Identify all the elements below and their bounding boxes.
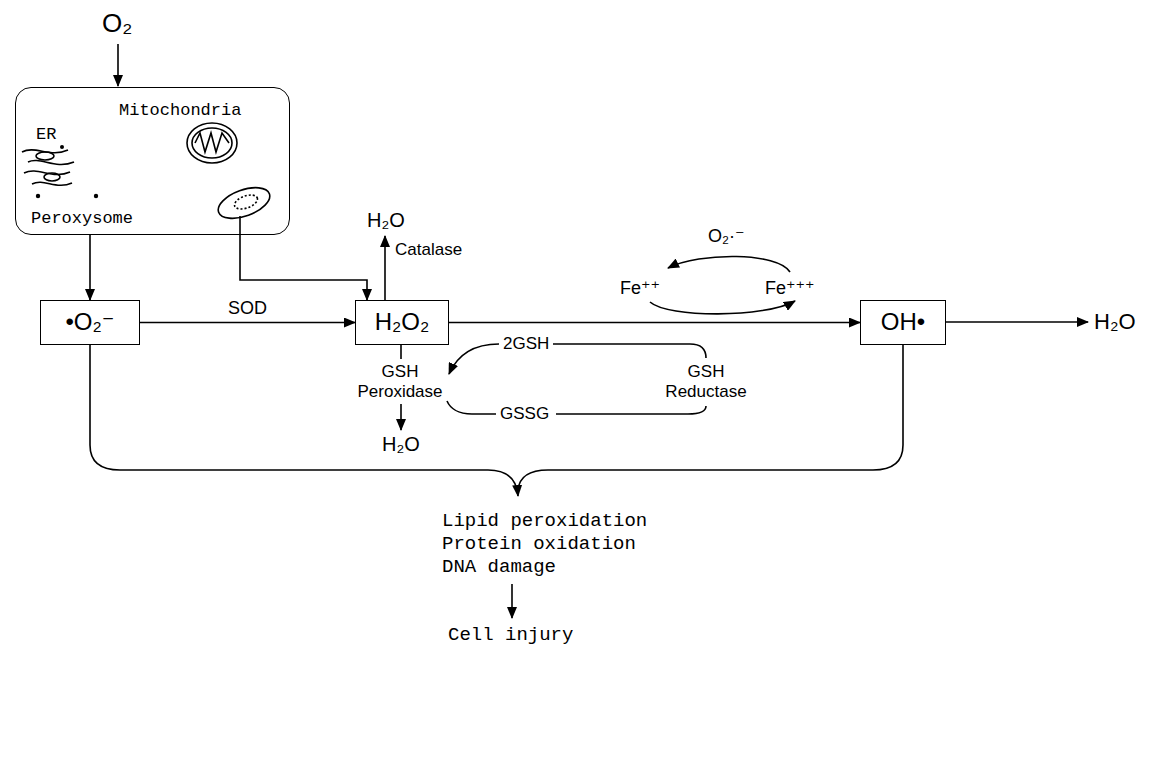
species-name: •O₂⁻ — [65, 308, 114, 337]
glutathione-cycle — [556, 406, 706, 414]
molecule-label: GSSG — [500, 404, 549, 424]
organelle-name: Peroxysome — [31, 209, 133, 229]
species-name: OH• — [881, 308, 925, 337]
hydroxyl-water-arrow — [946, 321, 1088, 323]
er-cisterna — [44, 173, 60, 181]
injury-arrow — [511, 584, 513, 618]
glutathione-cycle — [553, 344, 706, 358]
peroxidase-stem — [400, 345, 402, 359]
er-ribosome — [36, 194, 40, 198]
molecule-label: 2GSH — [503, 334, 549, 354]
enzyme-label: GSH Peroxidase — [350, 362, 450, 402]
species-box: H₂O₂ — [355, 300, 449, 345]
organelle-name: Mitochondria — [119, 101, 241, 121]
mitochondrion-cristae — [195, 133, 229, 152]
reaction-arrow — [89, 235, 91, 300]
er-ribosome — [94, 194, 98, 198]
peroxisome-core — [233, 192, 260, 211]
mitochondrion-outline — [187, 123, 237, 163]
glutathione-arrow — [449, 344, 499, 374]
species-box: •O₂⁻ — [40, 300, 140, 345]
er-membrane — [32, 182, 72, 185]
enzyme-label: GSH Reductase — [651, 362, 761, 402]
species-box: OH• — [860, 300, 946, 345]
molecule-label: O₂·⁻ — [708, 226, 744, 248]
glutathione-cycle — [447, 401, 496, 414]
er-ribosome — [60, 145, 64, 149]
enzyme-label: Catalase — [395, 240, 462, 260]
species-name: H₂O₂ — [375, 308, 430, 337]
peroxidase-water-arrow — [400, 404, 402, 430]
product-label: H₂O — [382, 432, 420, 456]
reaction-arrow — [449, 322, 860, 324]
catalase-arrow — [384, 236, 386, 300]
ion-label: Fe⁺⁺ — [620, 278, 660, 300]
enzyme-label: SOD — [226, 298, 269, 319]
cell-outline: ER MitochondriaPeroxysome — [15, 87, 290, 235]
peroxisome-stem — [239, 216, 241, 235]
organelle-name: ER — [36, 125, 56, 145]
merge-bracket — [518, 345, 903, 490]
product-label: H₂O — [367, 208, 405, 232]
peroxisome-outline — [214, 182, 274, 225]
ion-label: Fe⁺⁺⁺ — [765, 278, 815, 300]
er-membrane — [28, 160, 74, 164]
product-label: H₂O — [1094, 309, 1136, 335]
molecule-label: O₂ — [102, 8, 132, 39]
superoxide-cycle-arc — [668, 256, 790, 272]
outcome-label: Cell injury — [448, 624, 573, 647]
damage-list: Lipid peroxidation Protein oxidation DNA… — [442, 510, 657, 579]
reaction-arrow — [240, 235, 367, 300]
reaction-arrow — [140, 322, 355, 324]
oxygen-arrow — [117, 44, 119, 86]
mitochondrion-inner — [192, 128, 232, 158]
merge-bracket — [90, 345, 518, 496]
iron-cycle-arc — [650, 301, 795, 314]
er-cisterna — [36, 152, 54, 160]
